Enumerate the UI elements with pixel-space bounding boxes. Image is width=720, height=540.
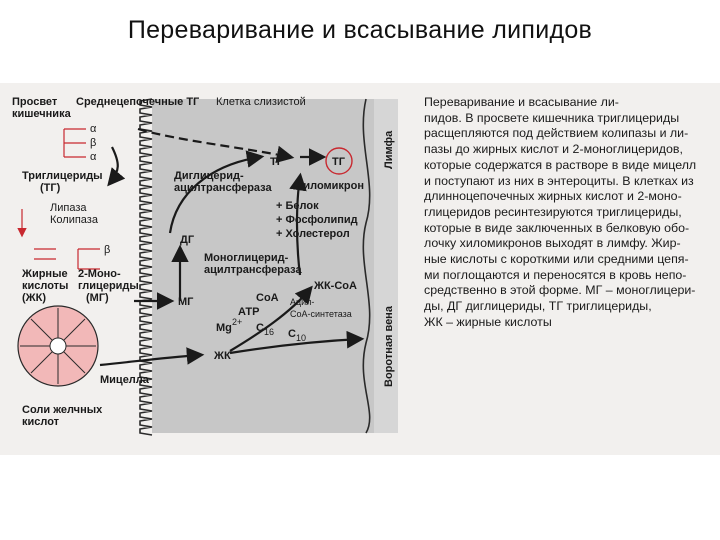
caption-line: средственно в этой форме. МГ – моноглице… [424, 283, 696, 298]
c16-label: С [256, 322, 264, 334]
caption-line: расщепляются под действием колипазы и ли… [424, 126, 689, 141]
caption-line: ные кислоты с короткими или средними цеп… [424, 252, 689, 267]
arrow-fa-to-portal [229, 330, 365, 355]
colipase-label: Колипаза [50, 214, 99, 226]
acyl-coa-synthetase: Ацил- [290, 297, 314, 307]
arrow-facoa-to-chylo [289, 172, 307, 276]
arrow-micelle-to-cell [99, 347, 205, 367]
micelle-icon [17, 305, 99, 387]
c10-label: С [288, 328, 296, 340]
fatty-acid-symbol [34, 248, 100, 270]
micelle-label: Мицелла [100, 374, 150, 386]
cholesterol-label: + Холестерол [276, 228, 350, 240]
bile-salts-label-2: кислот [22, 416, 60, 428]
mg-acyltransferase-label-2: ацилтрансфераза [204, 264, 303, 276]
cell-membrane-right [362, 98, 371, 434]
arrow-dg-to-tg [168, 150, 265, 234]
portal-vein-label: Воротная вена [383, 305, 395, 387]
mid-chain-tg-label: Среднецепочечные ТГ [76, 96, 200, 108]
fatty-acids-abbr: (ЖК) [22, 292, 46, 304]
caption-line: пазы до жирных кислот и 2-моноглицеридов… [424, 142, 683, 157]
figure-panel: Просвет кишечника Среднецепочечные ТГ Кл… [0, 83, 720, 455]
lipase-label: Липаза [50, 202, 87, 214]
caption-line: и поступают из них в энтероциты. В клетк… [424, 173, 694, 188]
caption-line: Переваривание и всасывание ли- [424, 95, 619, 109]
c16-subscript: 16 [264, 327, 274, 337]
mg2-superscript: 2+ [232, 317, 242, 327]
brush-border [139, 98, 153, 436]
tg-label: Триглицериды [22, 170, 103, 182]
mg2-label: Mg [216, 322, 232, 334]
c10-subscript: 10 [296, 333, 306, 343]
pathway-arrows [99, 127, 365, 367]
caption-line: длинноцепочечных жирных кислот и 2-моно- [424, 189, 682, 204]
mono-abbr: (МГ) [86, 292, 109, 304]
fa-coa-label: ЖК-СоА [313, 280, 357, 292]
lipid-digestion-diagram: Просвет кишечника Среднецепочечные ТГ Кл… [12, 96, 398, 436]
mono-label-2: глицериды [78, 280, 139, 292]
alpha-bottom: α [90, 151, 97, 163]
tg-label-abbr: (ТГ) [40, 182, 61, 194]
beta-lower: β [104, 244, 110, 256]
lumen-label-2: кишечника [12, 108, 72, 120]
arrow-tg-to-lumen-split [107, 146, 126, 187]
protein-label: + Белок [276, 200, 319, 212]
alpha-top: α [90, 123, 97, 135]
caption-line: пидов. В просвете кишечника триглицериды [424, 110, 680, 125]
mono-label: 2-Моно- [78, 268, 121, 280]
chylomicron-label: Хиломикрон [296, 180, 364, 192]
dg-acyltransferase-label-2: ацилтрансфераза [174, 182, 273, 194]
caption-line: которые содержатся в растворе в виде миц… [424, 157, 697, 172]
tg-lymph-label: ТГ [332, 156, 346, 168]
slide-title: Переваривание и всасывание липидов [127, 16, 593, 44]
caption-line: ды, ДГ диглицериды, ТГ триглицериды, [424, 299, 652, 314]
tg-cell-label: ТГ [270, 156, 284, 168]
triglyceride-symbol [63, 128, 86, 158]
beta-top: β [90, 137, 96, 149]
lymph-label: Лимфа [383, 130, 395, 169]
coa-label: СоА [256, 292, 279, 304]
caption-line: лочку хиломикронов выходят в лимфу. Жир- [424, 236, 681, 251]
vessel-strip [374, 99, 398, 433]
phospholipid-label: + Фосфолипид [276, 214, 358, 226]
acyl-coa-synthetase-2: СоА-синтетаза [290, 309, 352, 319]
mg-label: МГ [178, 296, 194, 308]
figure-caption: Переваривание и всасывание ли-пидов. В п… [424, 95, 710, 331]
caption-line: которые в виде заключенных в белковую об… [424, 220, 690, 235]
mucosa-cell-label: Клетка слизистой [216, 96, 306, 108]
mg-acyltransferase-label: Моноглицерид- [204, 252, 289, 264]
tg-lymph-circle [325, 147, 353, 175]
caption-line: ми поглощаются и переносятся в кровь неп… [424, 267, 687, 282]
dg-label: ДГ [180, 234, 195, 246]
fatty-acids-label: Жирные [21, 268, 68, 280]
dg-acyltransferase-label: Диглицерид- [174, 170, 244, 182]
caption-line: глицеридов ресинтезируются триглицериды, [424, 204, 682, 219]
atp-label: АТР [238, 306, 259, 318]
bile-salts-label: Соли желчных [22, 404, 103, 416]
caption-line: ЖК – жирные кислоты [424, 314, 552, 329]
lumen-label: Просвет [12, 96, 58, 108]
fa-cell-label: ЖК [213, 350, 231, 362]
fatty-acids-label-2: кислоты [22, 280, 68, 292]
arrow-fa-to-facoa [229, 285, 313, 352]
arrow-mct-to-lymph [137, 127, 295, 164]
